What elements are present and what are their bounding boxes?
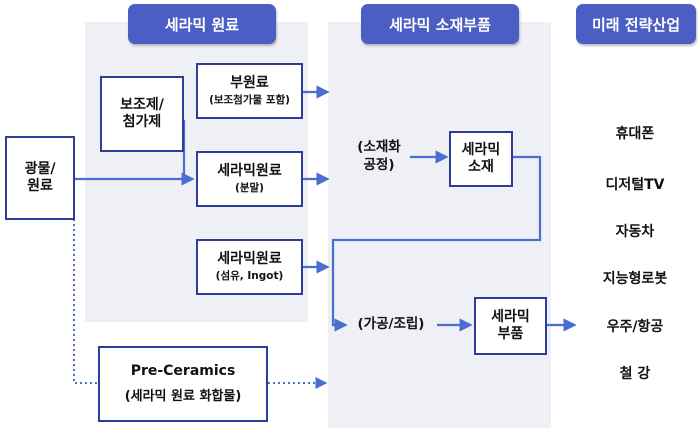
processing-assembly-label: (가공/조립) (357, 316, 425, 332)
header-materials-parts: 세라믹 소재부품 (361, 4, 519, 44)
minerals-label: 광물/ 원료 (24, 160, 56, 195)
ceramic-fiber-label: 세라믹원료 (217, 250, 282, 267)
sub-raw-material-note: (보조첨가물 포함) (209, 94, 290, 107)
strategy-item-digital-tv: 디저털TV (605, 177, 665, 193)
materials-parts-panel (328, 22, 551, 428)
additives-label: 보조제/ 첨가제 (120, 96, 164, 131)
header-future-strategy: 미래 전략산업 (576, 4, 696, 44)
sub-raw-material-box: 부원료 (보조첨가물 포함) (196, 63, 303, 119)
ceramic-powder-note: (분말) (235, 182, 264, 195)
pre-ceramics-box: Pre-Ceramics (세라믹 원료 화합물) (98, 346, 268, 422)
ceramic-material-box: 세라믹 소재 (449, 131, 513, 187)
sub-raw-material-label: 부원료 (230, 74, 269, 91)
ceramic-parts-label: 세라믹 부품 (491, 308, 530, 343)
ceramic-material-label: 세라믹 소재 (461, 141, 501, 176)
header-raw-materials: 세라믹 원료 (128, 4, 276, 44)
strategy-item-steel: 철 강 (619, 366, 651, 382)
ceramic-powder-box: 세라믹원료 (분말) (196, 151, 303, 207)
pre-ceramics-note: (세라믹 원료 화합물) (124, 388, 242, 404)
minerals-box: 광물/ 원료 (5, 136, 75, 220)
ceramic-fiber-box: 세라믹원료 (섬유, Ingot) (196, 239, 303, 295)
strategy-item-automobile: 자동차 (615, 224, 655, 240)
ceramic-fiber-note: (섬유, Ingot) (215, 270, 284, 283)
additives-box: 보조제/ 첨가제 (100, 76, 184, 152)
strategy-item-robot: 지능형로봇 (602, 271, 668, 287)
materialization-process-label: (소재화 공정) (357, 139, 401, 173)
ceramic-parts-box: 세라믹 부품 (474, 297, 547, 355)
strategy-item-aerospace: 우주/항공 (606, 319, 664, 335)
strategy-item-mobile: 휴대폰 (615, 126, 655, 142)
pre-ceramics-label: Pre-Ceramics (130, 363, 236, 380)
ceramic-powder-label: 세라믹원료 (217, 162, 282, 179)
